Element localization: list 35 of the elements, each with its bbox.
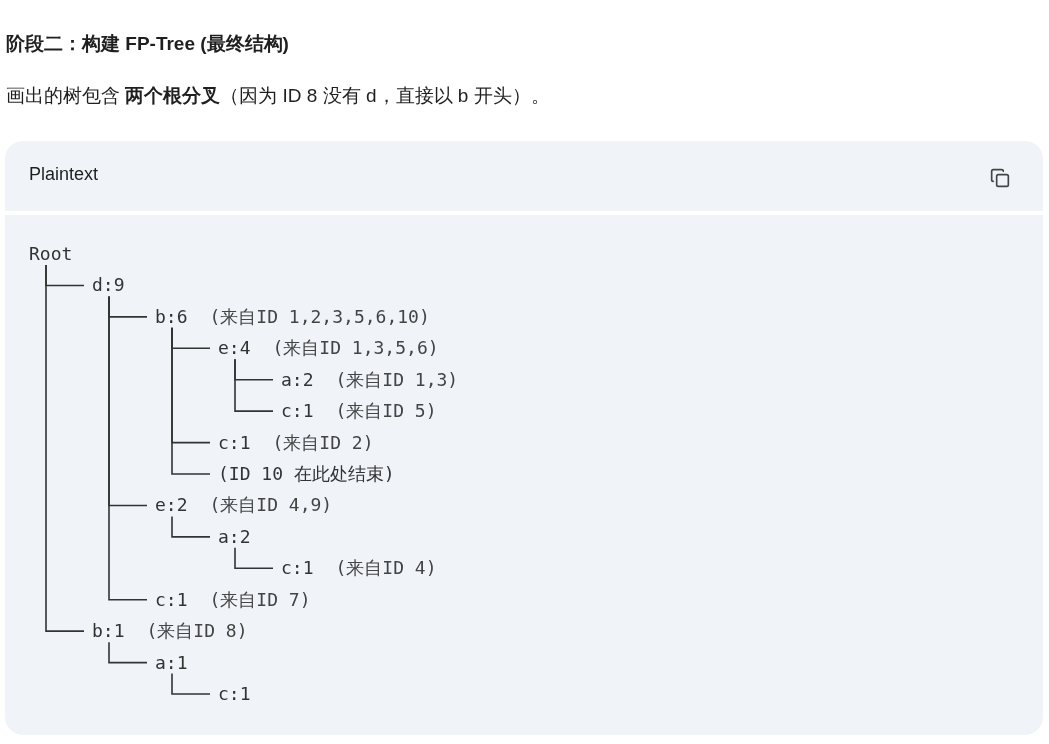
tree-branch-line [234,547,274,570]
id-annotation: (来自ID 7) [209,588,311,611]
id-annotation: (来自ID 4,9) [209,494,333,517]
tree-branch-line [171,672,211,695]
tree-node-label: Root [29,243,73,265]
tree-node-label: c:1 [218,431,251,454]
tree-branch-line [234,358,274,412]
tree-node-label: e:2 [155,494,188,517]
tree-node-label: (ID 10 在此处结束) [218,463,395,485]
id-annotation: (来自ID 5) [335,400,437,423]
tree-node-label: c:1 [218,683,251,705]
section-heading: 阶段二：构建 FP-Tree (最终结构) [6,32,289,56]
tree-branch-line [108,295,148,601]
description-text: 画出的树包含 两个根分叉（因为 ID 8 没有 d，直接以 b 开头）。 [6,84,550,108]
id-annotation: (来自ID 8) [146,620,248,643]
id-annotation: (来自ID 1,3) [335,368,459,391]
tree-node-label: a:2 [281,368,314,391]
tree-branch-line [171,515,211,538]
tree-branch-line [171,327,211,475]
id-annotation: (来自ID 1,3,5,6) [272,337,439,360]
tree-node-label: a:1 [155,651,188,674]
tree-node-label: a:2 [218,525,251,548]
tree-node-label: b:1 [92,620,125,643]
tree-branch-line [45,264,85,632]
tree-branch-line [108,641,148,664]
tree-node-label: c:1 [281,557,314,580]
id-annotation: (来自ID 1,2,3,5,6,10) [209,305,430,328]
id-annotation: (来自ID 4) [335,557,437,580]
id-annotation: (来自ID 2) [272,431,374,454]
tree-node-label: e:4 [218,337,251,360]
tree-node-label: d:9 [92,274,125,297]
tree-node-label: c:1 [155,588,188,611]
tree-node-label: b:6 [155,305,188,328]
tree-node-label: c:1 [281,400,314,423]
language-label: Plaintext [29,164,99,185]
